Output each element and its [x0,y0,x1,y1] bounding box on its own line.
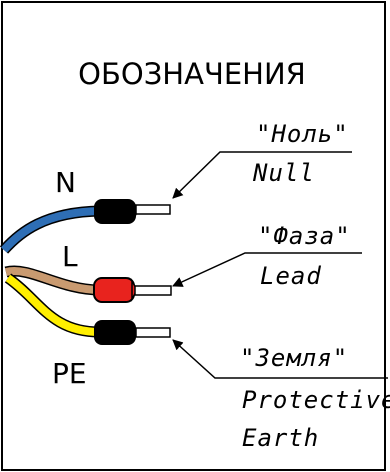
neutral-letter: N [55,166,76,199]
phase-letter: L [62,240,78,273]
neutral-ferrule [94,199,136,224]
neutral-conductor [135,204,171,215]
earth-leader-line [172,339,388,379]
phase-ru-label: "Фаза" [258,222,351,250]
earth-en-label-line2: Earth [242,424,319,452]
neutral-wire-insulation-fill [1,207,101,253]
earth-ferrule [94,320,136,345]
earth-en-label-line1: Protective [242,386,390,414]
earth-conductor [135,327,171,338]
phase-ferrule [93,277,135,303]
neutral-ru-label: "Ноль" [256,120,349,148]
neutral-leader-line [172,151,352,199]
neutral-en-label: Null [252,159,315,187]
earth-wire-insulation-fill [5,274,101,336]
page-title: ОБОЗНАЧЕНИЯ [78,57,306,91]
phase-leader-line [172,252,362,287]
earth-ru-label: "Земля" [240,344,348,372]
phase-en-label: Lead [260,262,322,290]
phase-wire-insulation-fill [5,267,101,294]
phase-conductor [134,285,172,296]
earth-letter: PE [52,357,87,390]
